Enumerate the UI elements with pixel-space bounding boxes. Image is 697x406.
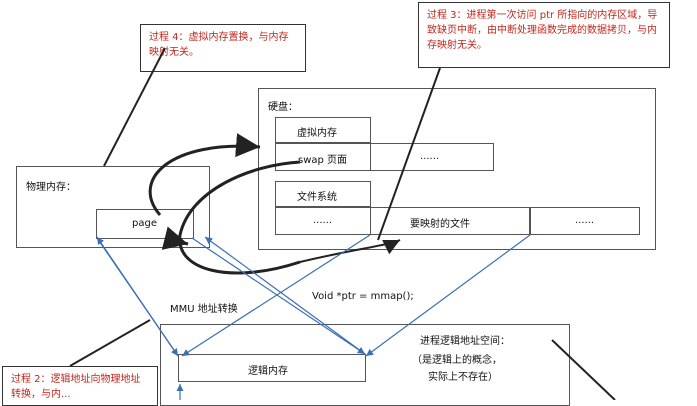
process-4-leader bbox=[103, 47, 166, 167]
process-2-leader bbox=[69, 319, 151, 367]
virtual-memory-label: 虚拟内存 bbox=[297, 128, 337, 139]
process-space-title: 进程逻辑地址空间： bbox=[420, 336, 510, 347]
physical-memory-title: 物理内存： bbox=[26, 182, 76, 193]
blue-file-left-to-logical bbox=[181, 234, 371, 357]
mmap-call-label: Void *ptr = mmap(); bbox=[312, 291, 414, 302]
blue-logical-to-page-right bbox=[204, 236, 366, 355]
file-system-label: 文件系统 bbox=[297, 192, 337, 203]
file-system-box bbox=[275, 181, 371, 207]
process-4-text: 过程 4：虚拟内存置换，与内存映射无关。 bbox=[149, 32, 289, 58]
fs-dots-right-label: ...... bbox=[575, 215, 595, 226]
page-label: page bbox=[132, 218, 157, 229]
swap-curve-tail bbox=[299, 239, 401, 263]
logical-memory-label: 逻辑内存 bbox=[248, 366, 288, 377]
blue-file-right-to-logical bbox=[365, 234, 531, 357]
swap-dots-label: ...... bbox=[420, 151, 440, 162]
physical-memory-box bbox=[16, 166, 210, 248]
process-space-note-2: 实际上不存在） bbox=[428, 372, 498, 383]
process-2-note: 过程 2：逻辑地址向物理地址转换，与内... bbox=[2, 366, 158, 406]
blue-logical-to-page bbox=[96, 236, 179, 357]
process-3-leader bbox=[377, 67, 441, 241]
swap-dots-box bbox=[370, 143, 494, 171]
mmu-label: MMU 地址转换 bbox=[170, 304, 238, 315]
logical-memory-box bbox=[178, 354, 366, 382]
mapped-file-box bbox=[370, 207, 530, 235]
fs-dots-left-label: ...... bbox=[313, 215, 333, 226]
swap-curve-out bbox=[148, 133, 261, 216]
fs-dots-right-box bbox=[530, 207, 640, 235]
process-3-note: 过程 3：进程第一次访问 ptr 所指向的内存区域，导致缺页中断，由中断处理函数… bbox=[418, 2, 670, 68]
process-3-text: 过程 3：进程第一次访问 ptr 所指向的内存区域，导致缺页中断，由中断处理函数… bbox=[427, 10, 658, 51]
process-space-note-1: （是逻辑上的概念， bbox=[412, 355, 502, 366]
page-box bbox=[96, 209, 194, 239]
process-space-leader bbox=[551, 339, 616, 400]
page-in-arrow bbox=[161, 226, 189, 250]
process-4-note: 过程 4：虚拟内存置换，与内存映射无关。 bbox=[140, 24, 306, 72]
swap-curve-in bbox=[178, 160, 301, 275]
process-2-text: 过程 2：逻辑地址向物理地址转换，与内... bbox=[11, 374, 141, 400]
virtual-memory-box bbox=[275, 117, 371, 143]
disk-title: 硬盘： bbox=[268, 102, 298, 113]
mapped-file-label: 要映射的文件 bbox=[410, 219, 470, 230]
blue-page-right-to-logical bbox=[191, 237, 366, 355]
swap-page-label: swap 页面 bbox=[298, 155, 348, 166]
